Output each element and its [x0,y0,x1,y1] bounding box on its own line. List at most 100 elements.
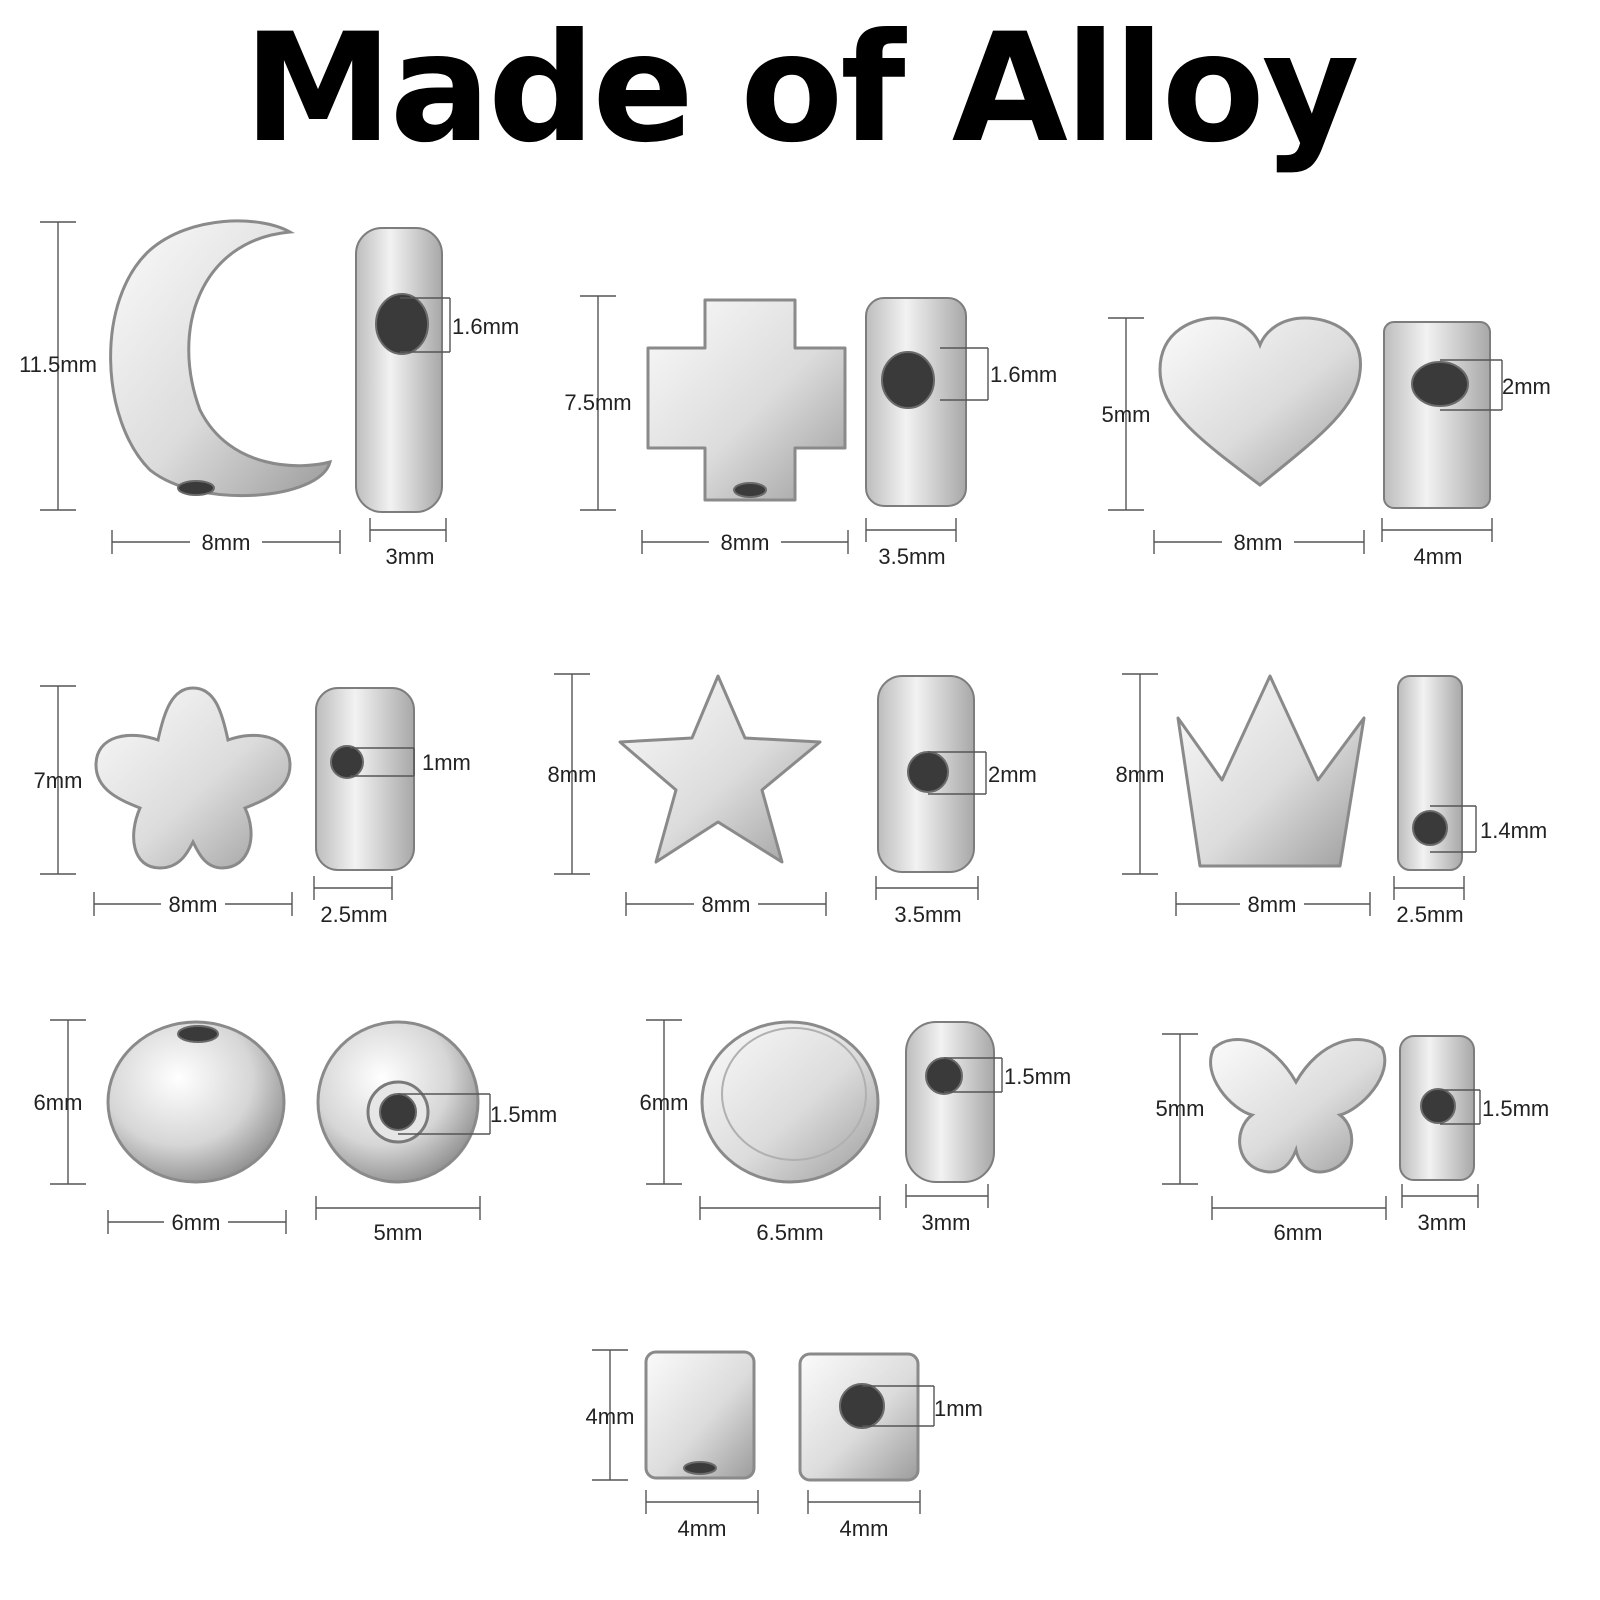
cross-hole-dimension: 1.6mm [940,347,1057,401]
round-bead-group: 6mm 6mm 5mm 1.5mm [34,1019,557,1245]
butterfly-hole-label: 1.5mm [1482,1096,1549,1121]
page-title: Made of Alloy [243,2,1359,176]
flower-bead-group: 7mm 8mm 2.5mm 1mm [34,685,471,927]
cross-width-dimension: 8mm [641,530,849,555]
cube-width-dimension: 4mm [645,1490,759,1541]
moon-thickness-label: 3mm [386,544,435,569]
oval-bead-front [700,1020,880,1184]
crown-bead-front [1176,674,1366,868]
heart-side-hole [1411,361,1469,407]
flower-bead-front [94,686,292,870]
moon-hole-dimension: 1.6mm [400,297,519,353]
round-width-dimension: 6mm [107,1210,287,1235]
star-side-hole [907,751,949,793]
cube-thickness-dimension: 4mm [807,1490,921,1541]
star-hole-label: 2mm [988,762,1037,787]
oval-hole-label: 1.5mm [1004,1064,1071,1089]
heart-thickness-dimension: 4mm [1381,518,1493,569]
star-width-label: 8mm [702,892,751,917]
heart-bead-front [1158,316,1362,487]
round-side-hole [379,1093,417,1131]
oval-width-dimension: 6.5mm [699,1196,881,1245]
cube-width-label: 4mm [678,1516,727,1541]
crown-hole-dimension: 1.4mm [1430,805,1547,853]
oval-width-label: 6.5mm [756,1220,823,1245]
oval-height-dimension: 6mm [640,1019,689,1185]
round-hole [177,1025,219,1043]
crown-thickness-dimension: 2.5mm [1393,876,1465,927]
oval-bead-group: 6mm 6.5mm 3mm 1.5mm [640,1019,1071,1245]
oval-height-label: 6mm [640,1090,689,1115]
flower-width-dimension: 8mm [93,892,293,917]
flower-height-dimension: 7mm [34,685,83,875]
cube-thickness-label: 4mm [840,1516,889,1541]
star-width-dimension: 8mm [625,892,827,917]
crown-bead-group: 8mm 8mm 2.5mm 1.4mm [1116,673,1547,927]
round-thickness-label: 5mm [374,1220,423,1245]
flower-width-label: 8mm [169,892,218,917]
flower-thickness-dimension: 2.5mm [313,876,393,927]
cross-hole-label: 1.6mm [990,362,1057,387]
oval-hole-dimension: 1.5mm [944,1057,1071,1093]
moon-bead-side [355,227,443,513]
cross-thickness-dimension: 3.5mm [865,518,957,569]
cross-width-label: 8mm [721,530,770,555]
star-hole-dimension: 2mm [928,751,1037,795]
flower-side-hole [330,745,364,779]
crown-height-label: 8mm [1116,762,1165,787]
moon-width-label: 8mm [202,530,251,555]
moon-height-dimension: 11.5mm [19,221,97,511]
round-width-label: 6mm [172,1210,221,1235]
flower-height-label: 7mm [34,768,83,793]
butterfly-width-dimension: 6mm [1211,1196,1387,1245]
moon-hole-label: 1.6mm [452,314,519,339]
crown-width-dimension: 8mm [1175,892,1371,917]
crown-side-hole [1412,810,1448,846]
heart-width-dimension: 8mm [1153,530,1365,555]
cross-height-dimension: 7.5mm [564,295,632,511]
crown-height-dimension: 8mm [1116,673,1165,875]
flower-hole-label: 1mm [422,750,471,775]
cross-bead-front [646,298,847,502]
moon-height-label: 11.5mm [19,352,97,377]
heart-height-label: 5mm [1102,402,1151,427]
crown-hole-label: 1.4mm [1480,818,1547,843]
moon-bead-group: 11.5mm 8mm 3mm 1.6mm [19,219,519,569]
star-bead-group: 8mm 8mm 3.5mm 2mm [548,673,1037,927]
heart-bead-side [1383,321,1491,509]
crown-width-label: 8mm [1248,892,1297,917]
butterfly-thickness-dimension: 3mm [1401,1184,1479,1235]
star-height-dimension: 8mm [548,673,597,875]
oval-side-hole [925,1057,963,1095]
star-thickness-dimension: 3.5mm [875,876,979,927]
oval-face-rim [721,1027,867,1161]
round-hole-dimension: 1.5mm [398,1093,557,1135]
round-height-label: 6mm [34,1090,83,1115]
oval-thickness-label: 3mm [922,1210,971,1235]
star-thickness-label: 3.5mm [894,902,961,927]
round-hole-label: 1.5mm [490,1102,557,1127]
flower-bead-side [315,687,415,871]
cube-hole [683,1461,717,1475]
heart-thickness-label: 4mm [1414,544,1463,569]
moon-thickness-dimension: 3mm [369,518,447,569]
flower-hole-dimension: 1mm [350,747,471,777]
cube-hole-dimension: 1mm [862,1385,983,1427]
oval-bead-side [905,1021,995,1183]
cross-height-label: 7.5mm [564,390,631,415]
butterfly-hole-dimension: 1.5mm [1440,1089,1549,1125]
butterfly-width-label: 6mm [1274,1220,1323,1245]
cross-side-hole [881,351,935,409]
moon-width-dimension: 8mm [111,530,341,555]
oval-thickness-dimension: 3mm [905,1184,989,1235]
star-height-label: 8mm [548,762,597,787]
cube-side-hole [839,1383,885,1429]
round-bead-front [106,1020,286,1184]
moon-bead-front [109,219,333,498]
butterfly-thickness-label: 3mm [1418,1210,1467,1235]
cube-hole-label: 1mm [934,1396,983,1421]
